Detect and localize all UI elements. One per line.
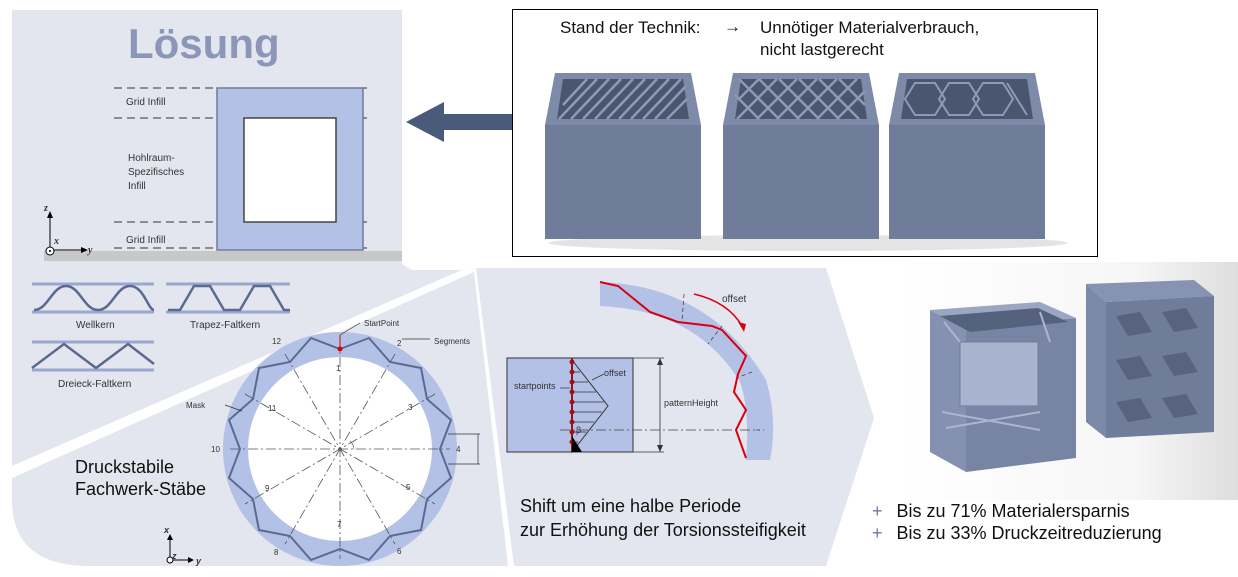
result-parts-image <box>900 262 1238 500</box>
trapez-core-label: Trapez-Faltkern <box>190 320 261 331</box>
infill-cross-section <box>44 87 402 261</box>
number-2: 2 <box>397 339 402 348</box>
state-of-art-box <box>512 9 1098 257</box>
number-1: 1 <box>336 364 341 373</box>
truss-title-line2: Fachwerk-Stäbe <box>75 479 207 499</box>
cavity <box>243 117 337 223</box>
segments-label: Segments <box>434 337 471 346</box>
number-10: 10 <box>211 445 220 454</box>
number-12: 12 <box>272 337 281 346</box>
state-of-art-text-line1: Unnötiger Materialverbrauch, <box>760 18 980 37</box>
state-of-art-label: Stand der Technik: <box>560 18 701 37</box>
shift-diagram <box>506 281 774 460</box>
axes-bottom-icon <box>166 534 194 564</box>
triangle-core-label: Dreieck-Faltkern <box>58 379 132 390</box>
arrow-right-icon: → <box>724 17 741 36</box>
number-6: 6 <box>397 547 402 556</box>
number-5: 5 <box>406 483 411 492</box>
number-8: 8 <box>274 548 279 557</box>
axis-y-bottom: y <box>196 556 202 566</box>
arrow-left-icon <box>406 102 514 142</box>
offset-mid-label: offset <box>604 368 626 378</box>
axis-x-label: x <box>54 236 59 247</box>
number-7: 7 <box>337 520 342 529</box>
number-11: 11 <box>268 404 277 413</box>
wave-core-label: Wellkern <box>76 320 115 331</box>
wave-core <box>33 284 155 312</box>
result-text-1: Bis zu 71% Materialersparnis <box>896 501 1130 521</box>
shift-caption-line2: zur Erhöhung der Torsionssteifigkeit <box>520 520 806 540</box>
number-4: 4 <box>456 445 461 454</box>
startpoints-label: startpoints <box>514 381 556 391</box>
result-text-2: Bis zu 33% Druckzeitreduzierung <box>896 523 1162 543</box>
number-3: 3 <box>408 403 413 412</box>
segments-polygon <box>227 336 453 562</box>
truss-title-line1: Druckstabile <box>75 457 175 477</box>
page-title: Lösung <box>128 20 280 67</box>
offset-top-label: offset <box>722 294 747 305</box>
state-of-art-text-line2: nicht lastgerecht <box>760 40 884 59</box>
start-point-label: StartPoint <box>364 319 400 328</box>
core-profiles <box>31 282 290 372</box>
bullet-2: + <box>872 523 883 543</box>
pattern-height-label: patternHeight <box>664 398 719 408</box>
shift-caption-line1: Shift um eine halbe Periode <box>520 496 742 516</box>
grid-infill-top-label: Grid Infill <box>126 97 166 108</box>
infill-cubes-image <box>545 73 1068 251</box>
grid-infill-bottom-label: Grid Infill <box>126 235 166 246</box>
result-item-1: + Bis zu 71% Materialersparnis <box>872 500 1130 522</box>
beta-label: β <box>576 425 582 435</box>
truss-diagram <box>223 322 480 566</box>
cavity-infill-label: Hohlraum- Spezifisches Infill <box>128 153 185 192</box>
number-9: 9 <box>265 484 270 493</box>
axis-z-label: z <box>44 203 48 214</box>
start-point <box>337 346 343 352</box>
trapez-core <box>168 284 290 312</box>
bullet-1: + <box>872 501 883 521</box>
axis-y-label: y <box>88 245 93 256</box>
result-item-2: + Bis zu 33% Druckzeitreduzierung <box>872 522 1162 544</box>
mask-label: Mask <box>186 401 206 410</box>
axis-x-bottom: x <box>164 525 170 535</box>
axis-z-bottom: z <box>172 551 177 561</box>
triangle-core <box>31 342 155 370</box>
